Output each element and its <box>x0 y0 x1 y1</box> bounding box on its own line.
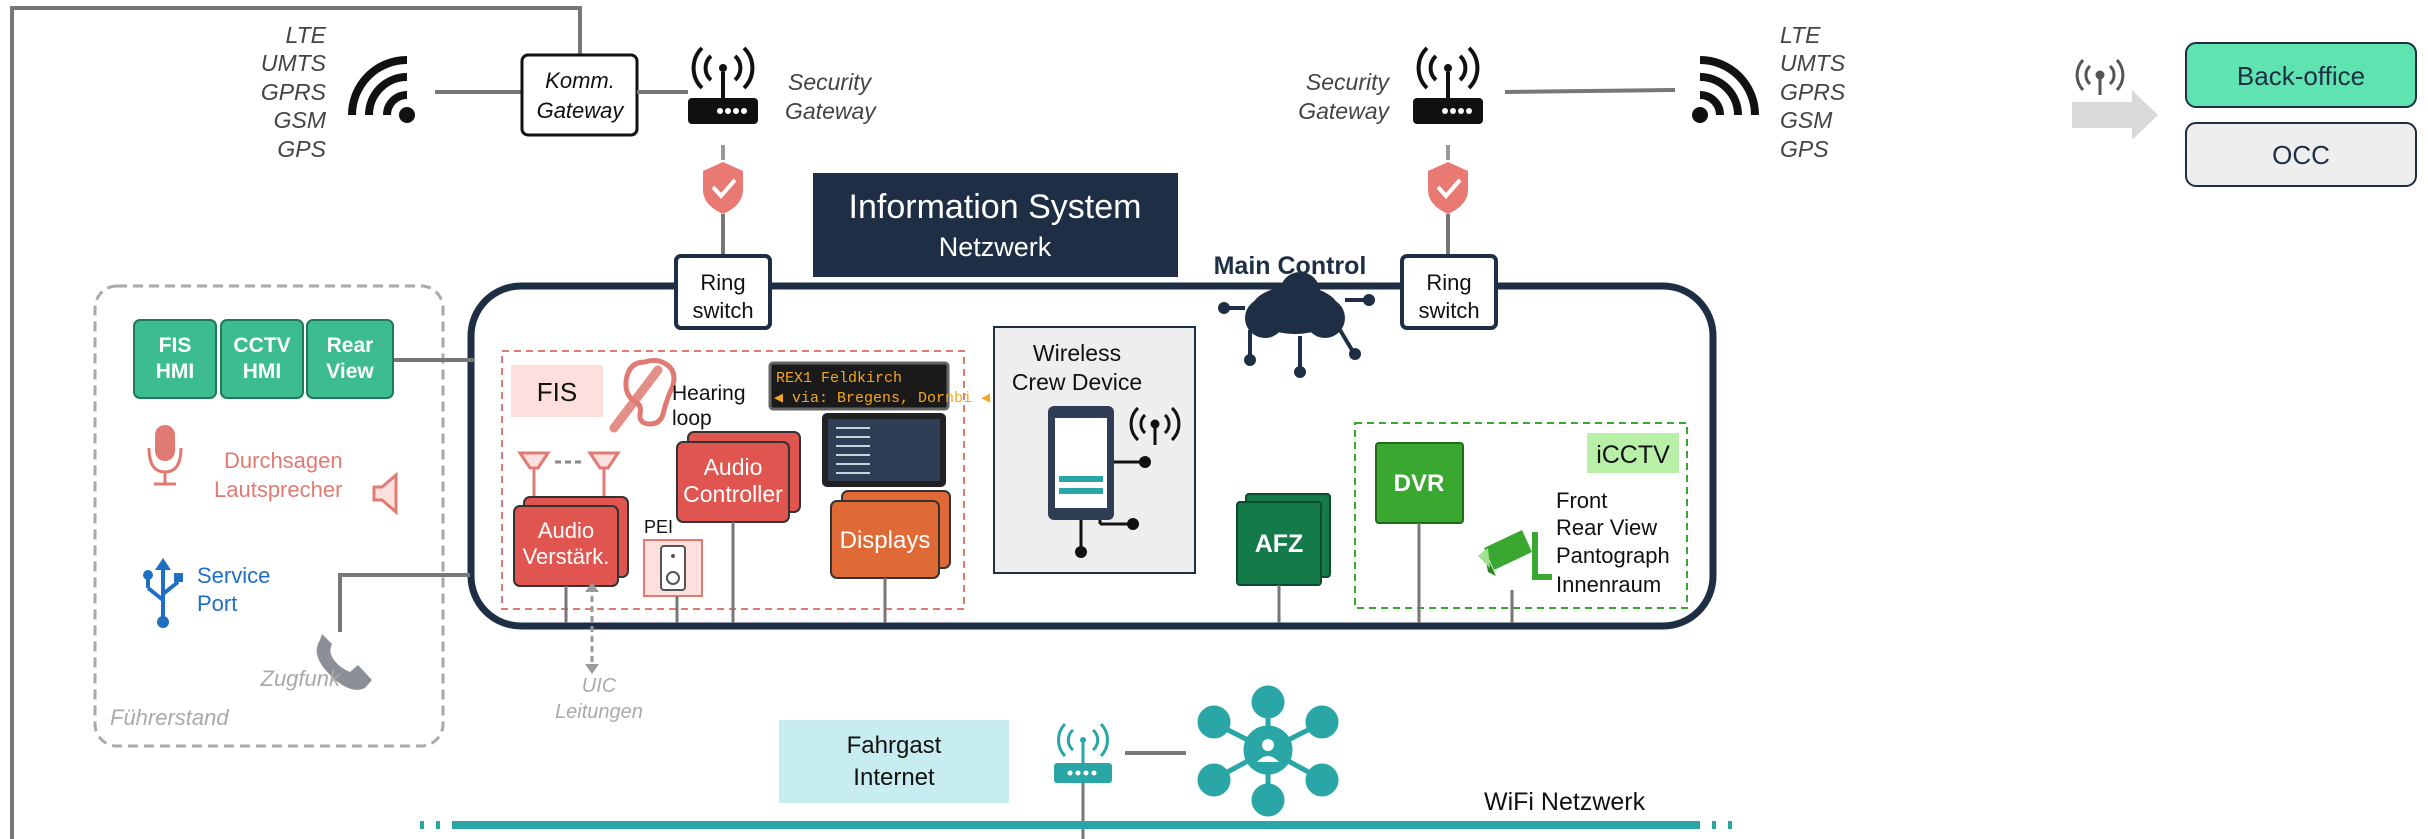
left-bearer: UMTS <box>261 50 327 76</box>
information-system-header <box>813 173 1178 277</box>
displays-label: Displays <box>840 527 931 554</box>
fis-label-box <box>511 365 603 417</box>
hmi-label: View <box>326 360 374 383</box>
occ-box <box>2185 122 2417 187</box>
wireless-signal-icon <box>1129 406 1181 445</box>
hmi-label: FIS <box>159 334 192 357</box>
durchsagen-label: Durchsagen <box>224 448 343 473</box>
ring-switch-label: Ring <box>700 270 745 295</box>
back-office-box <box>2185 42 2417 108</box>
komm-gateway-label: Komm. <box>545 68 615 93</box>
service-port-label: Port <box>197 591 237 616</box>
left-bearer: LTE <box>286 22 327 48</box>
cloud-network-icon <box>1218 272 1375 378</box>
speaker-horn-icon <box>517 451 621 500</box>
right-bearer: GPS <box>1780 136 1829 162</box>
camera-label: Front <box>1556 488 1607 513</box>
led-destination-display: REX1 Feldkirch ◀ via: Bregens, Dornbi ◀ <box>768 361 990 411</box>
fuehrerstand-region <box>93 284 445 748</box>
camera-label: Pantograph <box>1556 543 1670 568</box>
lautsprecher-label: Lautsprecher <box>214 477 342 502</box>
wifi-router-icon <box>1054 722 1112 783</box>
camera-label: Innenraum <box>1556 572 1661 597</box>
hmi-label: CCTV <box>233 334 290 357</box>
dvr-label: DVR <box>1394 470 1445 497</box>
rear-view-button[interactable] <box>306 319 394 399</box>
pei-label: PEI <box>644 517 673 537</box>
audio-controller-label: Audio <box>704 454 763 480</box>
ring-switch-label: Ring <box>1426 270 1471 295</box>
tablet-display-icon <box>822 413 946 487</box>
komm-uplink-line <box>10 6 582 839</box>
fahrgast-internet-label: Internet <box>853 764 935 791</box>
iccTV-label-box <box>1587 433 1679 473</box>
router-icon <box>688 46 758 124</box>
wireless-crew-label: Crew Device <box>1012 369 1142 395</box>
fahrgast-internet-box <box>779 720 1009 803</box>
right-bearer: UMTS <box>1780 50 1846 76</box>
service-port-label: Service <box>197 563 270 588</box>
hearing-loop-label: loop <box>672 407 712 430</box>
ring-switch-right <box>1400 254 1498 330</box>
left-bearer: GPS <box>277 136 326 162</box>
fis-label: FIS <box>537 377 577 407</box>
zugfunk-label: Zugfunk <box>260 666 341 691</box>
uic-label: UIC <box>582 675 617 697</box>
audio-amplifier-label: Verstärk. <box>523 544 610 569</box>
right-bearer: GPRS <box>1780 79 1846 105</box>
komm-gateway-label: Gateway <box>537 98 626 123</box>
led-line1: REX1 Feldkirch <box>776 370 902 387</box>
komm-gateway <box>520 53 639 137</box>
afz-label: AFZ <box>1255 530 1304 558</box>
fahrgast-internet-label: Fahrgast <box>847 732 942 759</box>
camera-label: Rear View <box>1556 515 1657 540</box>
router-icon <box>1413 46 1483 124</box>
left-bearer: GSM <box>274 107 327 133</box>
wireless-crew-label: Wireless <box>1033 340 1121 366</box>
usb-icon <box>143 558 183 628</box>
security-shield-icon <box>703 162 743 214</box>
information-system-subtitle: Netzwerk <box>939 232 1052 262</box>
iccTV-label: iCCTV <box>1596 441 1670 469</box>
network-hub-icon <box>1197 685 1339 817</box>
iccTV-region <box>1354 422 1688 609</box>
hmi-label: Rear <box>327 334 374 357</box>
pei-intercom-icon <box>643 539 703 597</box>
hearing-loop-icon <box>609 357 677 433</box>
security-gateway-label: Security <box>1306 69 1391 95</box>
audio-amplifier-label: Audio <box>538 518 594 543</box>
telephone-icon <box>316 634 372 690</box>
occ-label: OCC <box>2272 140 2330 170</box>
security-shield-icon <box>1428 162 1468 214</box>
right-bearer: LTE <box>1780 22 1821 48</box>
hmi-label: HMI <box>243 360 282 383</box>
back-office-label: Back-office <box>2237 61 2365 91</box>
radio-waves-icon <box>1692 56 1759 123</box>
security-gateway-label: Security <box>788 69 873 95</box>
antenna-icon <box>2075 58 2125 95</box>
speaker-icon <box>372 471 398 516</box>
information-system-title: Information System <box>849 188 1142 226</box>
microphone-icon <box>147 425 183 486</box>
fuehrerstand-label: Führerstand <box>110 705 229 730</box>
radio-waves-icon <box>348 56 415 123</box>
ring-switch-label: switch <box>1418 298 1479 323</box>
led-line2: ◀ via: Bregens, Dornbi ◀ <box>774 390 990 407</box>
uic-label: Leitungen <box>555 701 643 723</box>
hmi-label: HMI <box>156 360 195 383</box>
security-camera-icon <box>1478 530 1552 580</box>
right-bearer: GSM <box>1780 107 1833 133</box>
security-gateway-label: Gateway <box>1298 98 1390 124</box>
hearing-loop-label: Hearing <box>672 382 746 405</box>
left-bearer: GPRS <box>261 79 327 105</box>
fis-hmi-button[interactable] <box>133 319 217 399</box>
main-network-ring <box>467 282 1717 630</box>
wifi-network-label: WiFi Netzwerk <box>1484 788 1646 816</box>
audio-controller-label: Controller <box>683 481 783 507</box>
cctv-hmi-button[interactable] <box>220 319 304 399</box>
arrow-right-icon <box>2072 90 2158 140</box>
security-gateway-label: Gateway <box>785 98 877 124</box>
crew-phone-icon <box>1048 406 1151 558</box>
ring-switch-label: switch <box>692 298 753 323</box>
